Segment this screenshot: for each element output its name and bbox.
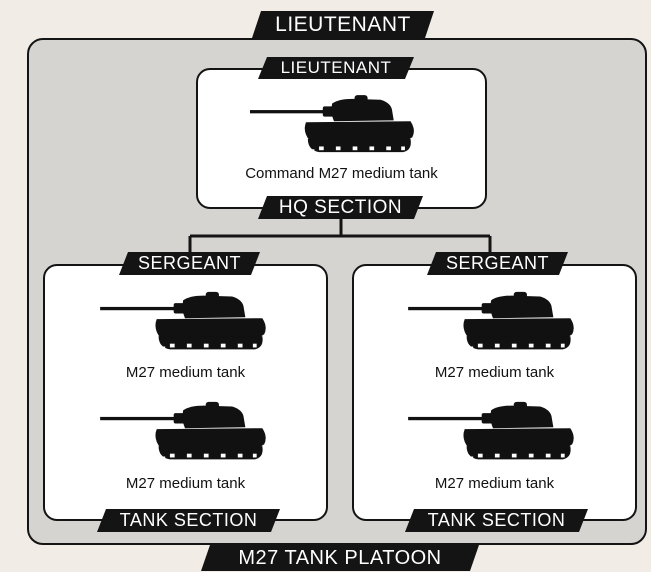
hq-rank-banner: LIEUTENANT: [258, 57, 414, 79]
tank-icon: [250, 92, 418, 158]
platoon-commander-banner: LIEUTENANT: [252, 11, 434, 38]
tank-icon: [97, 399, 273, 465]
section-title-banner: TANK SECTION: [405, 509, 588, 532]
tank-icon: [405, 399, 581, 465]
section-title-banner: TANK SECTION: [97, 509, 280, 532]
hq-section-title-banner: HQ SECTION: [258, 196, 423, 219]
platoon-title-banner: M27 TANK PLATOON: [201, 545, 479, 571]
section-rank-banner: SERGEANT: [119, 252, 260, 275]
tank-label: M27 medium tank: [125, 364, 246, 381]
tank-icon: [405, 289, 581, 355]
tank-label: M27 medium tank: [434, 475, 555, 492]
tank-icon: [97, 289, 273, 355]
tank-label: M27 medium tank: [125, 475, 246, 492]
section-rank-banner: SERGEANT: [427, 252, 568, 275]
tank-label: M27 medium tank: [434, 364, 555, 381]
tank-label: Command M27 medium tank: [245, 165, 438, 182]
